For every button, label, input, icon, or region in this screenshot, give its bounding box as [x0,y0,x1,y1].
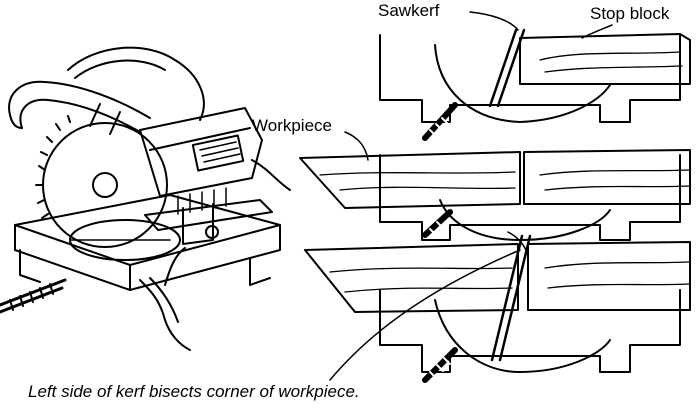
workpiece-cut [305,244,518,312]
caption-pointer [330,250,520,380]
saw-table-top [380,35,680,122]
panel-middle [300,132,690,240]
stop-block-pointer [582,25,612,38]
saw-blade [36,116,167,247]
saw-table-middle [380,155,680,240]
bolt-icon [425,105,455,138]
saw-handle [9,82,150,134]
motor-housing [140,108,290,214]
stop-block [520,34,690,84]
stop-block-label: Stop block [590,4,670,23]
saw-base [0,195,280,350]
workpiece [300,152,520,208]
sawkerf-label: Sawkerf [378,1,440,20]
stop-block-bottom [528,242,690,310]
stop-block-middle [524,150,690,204]
bolt-icon [425,350,455,380]
miter-saw-illustration [0,48,290,350]
figure-caption: Left side of kerf bisects corner of work… [28,382,360,401]
bolt-icon [425,212,450,235]
panel-bottom [305,232,690,380]
workpiece-pointer [345,132,368,160]
saw-table-bottom [380,290,680,372]
workpiece-label: Workpiece [252,116,332,135]
sawkerf-pointer [470,12,518,30]
panel-top [380,12,690,138]
